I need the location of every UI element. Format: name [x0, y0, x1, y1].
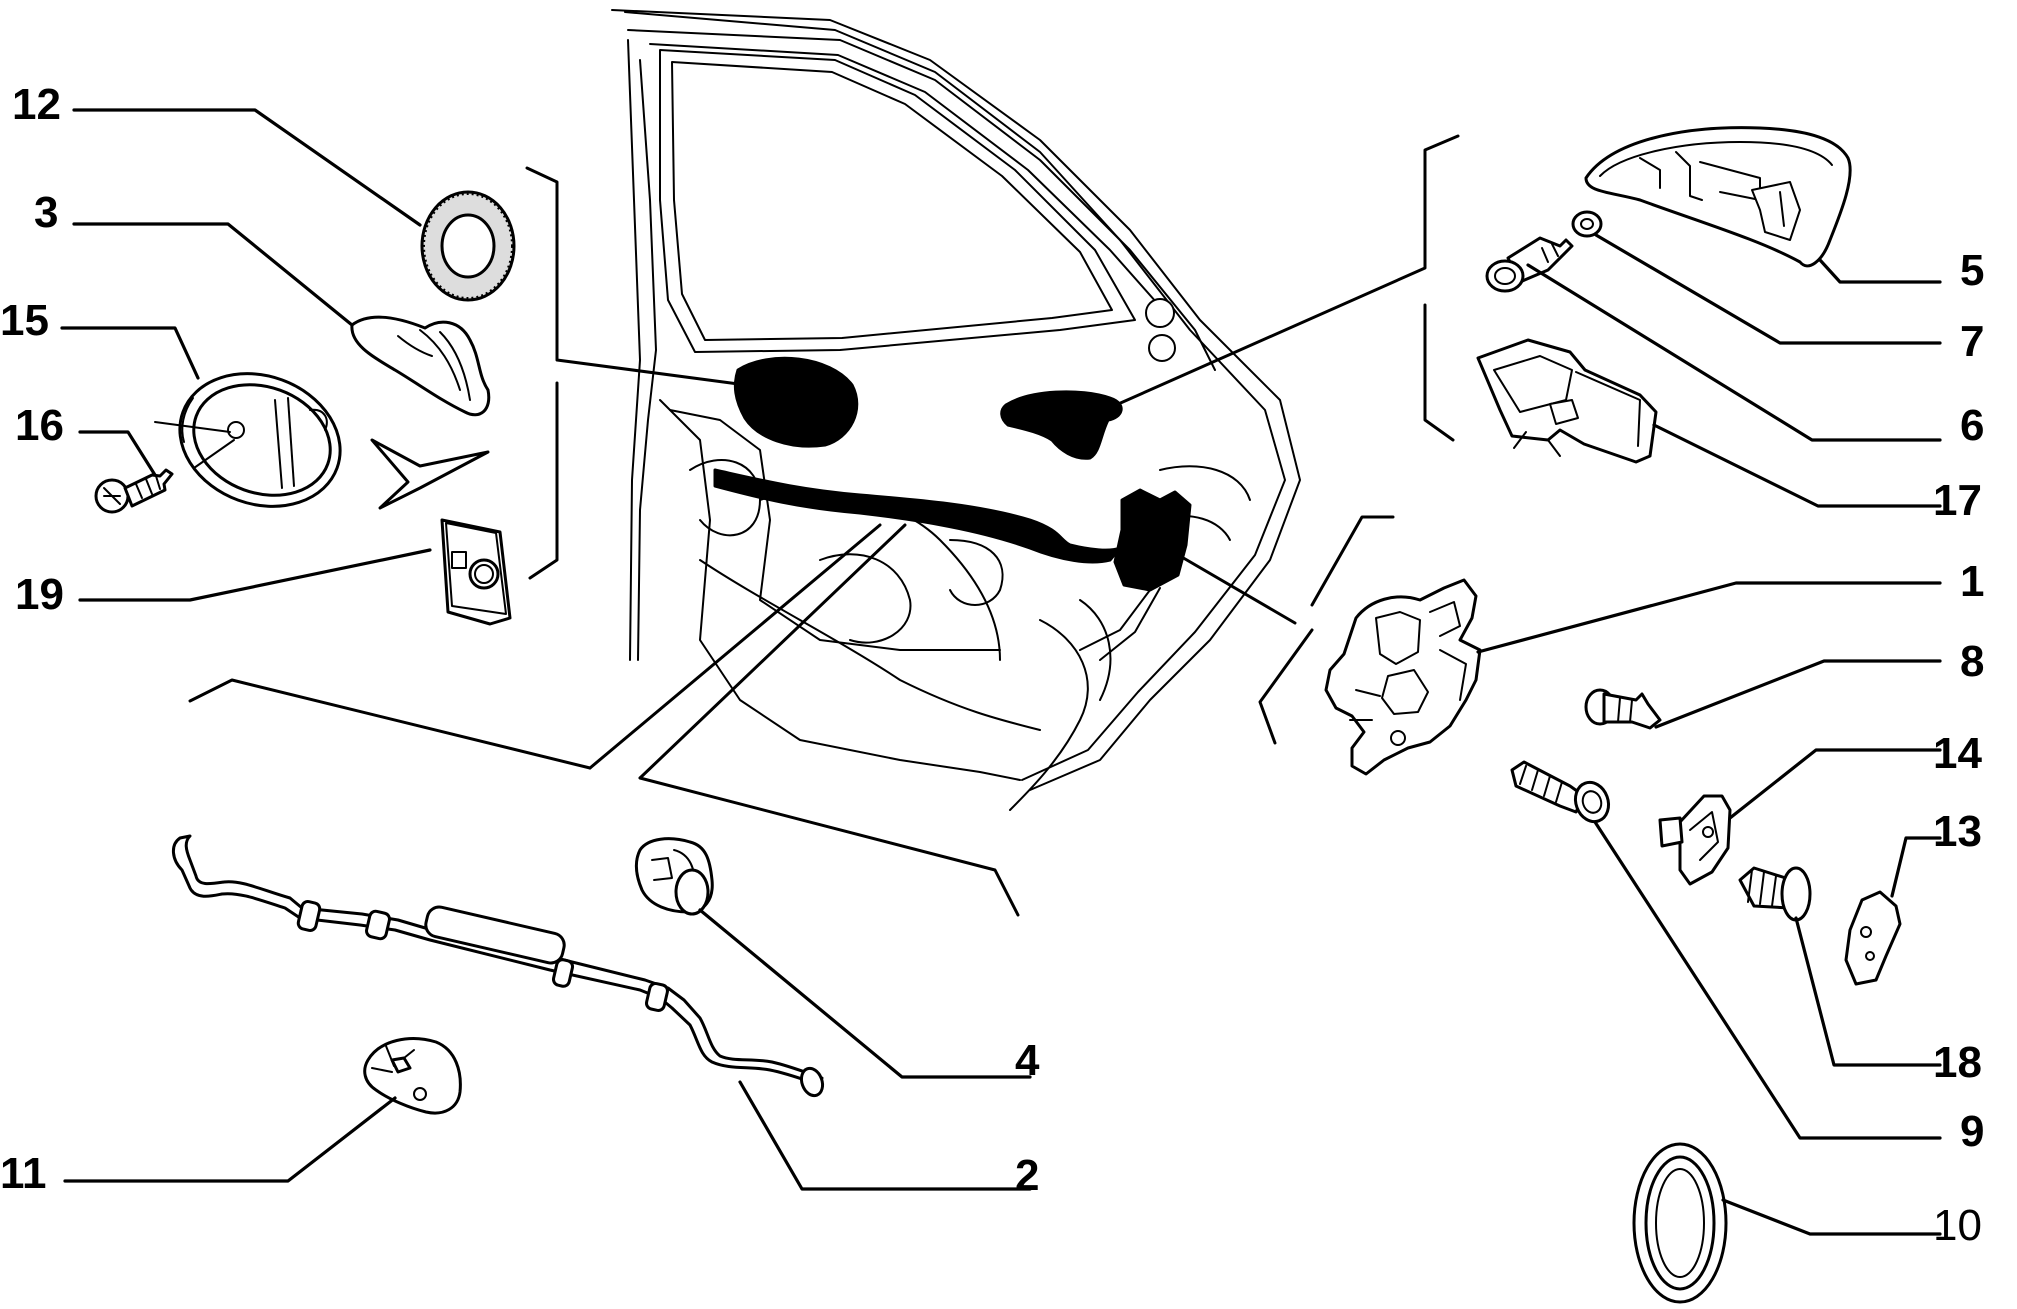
- part-10-grommet: [1632, 1142, 1728, 1304]
- callout-1: 1: [1960, 557, 1984, 606]
- part-11-clip: [363, 1037, 462, 1115]
- pointer-mark: [370, 438, 490, 510]
- part-3-inner-handle: [350, 315, 491, 417]
- inner-handle-recess: [733, 356, 859, 448]
- lock-in-door: [1113, 488, 1192, 592]
- callout-16: 16: [15, 401, 64, 450]
- part-6-screw: [1485, 236, 1574, 293]
- callout-10: 10: [1933, 1201, 1982, 1250]
- part-16-screw: [94, 468, 174, 514]
- part-12-washer: [420, 190, 516, 302]
- outer-handle-in-door: [1000, 390, 1123, 460]
- callout-6: 6: [1960, 401, 1984, 450]
- callout-15: 15: [0, 296, 49, 345]
- part-19-plate: [440, 518, 512, 626]
- part-8-screw: [1584, 688, 1662, 730]
- part-15-escutcheon: [154, 372, 342, 508]
- callout-17: 17: [1933, 476, 1982, 525]
- part-1-lock: [1324, 578, 1482, 776]
- assembly-brackets: [188, 134, 1460, 917]
- callout-14: 14: [1933, 729, 1982, 778]
- part-17-bracket: [1476, 338, 1658, 464]
- part-7-washer: [1571, 210, 1603, 238]
- rear-door-body: [611, 9, 1301, 811]
- part-4-clip: [634, 837, 714, 916]
- part-2-rod: [172, 834, 825, 1098]
- part-5-exterior-handle: [1584, 126, 1852, 268]
- callout-5: 5: [1960, 246, 1984, 295]
- callout-9: 9: [1960, 1107, 1984, 1156]
- callout-12: 12: [12, 80, 61, 129]
- callout-11: 11: [0, 1149, 47, 1198]
- callout-labels: 12 3 15 16 19 11 4 2 5 7 6 17 1 8 14 13 …: [0, 80, 1984, 1250]
- callout-3: 3: [34, 188, 58, 237]
- callout-13: 13: [1933, 807, 1982, 856]
- callout-7: 7: [1960, 317, 1984, 366]
- part-13-pad: [1844, 890, 1902, 986]
- callout-2: 2: [1015, 1151, 1039, 1200]
- callout-8: 8: [1960, 637, 1984, 686]
- part-9-bolt: [1510, 760, 1611, 824]
- callout-4: 4: [1015, 1036, 1040, 1085]
- callout-18: 18: [1933, 1038, 1982, 1087]
- part-18-screw: [1738, 866, 1812, 922]
- part-14-cover: [1658, 794, 1732, 886]
- callout-19: 19: [15, 570, 64, 619]
- leader-lines: [60, 108, 1942, 1236]
